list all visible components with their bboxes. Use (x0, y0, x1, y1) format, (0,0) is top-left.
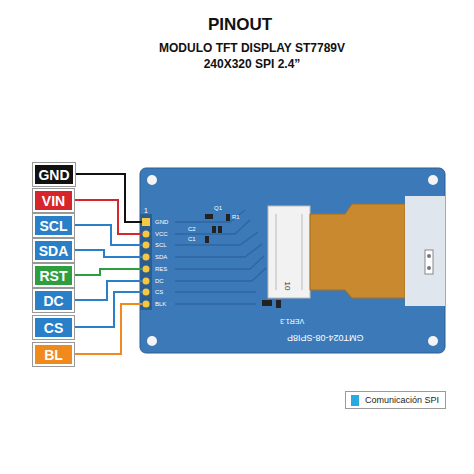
pin-label: BL (44, 348, 63, 362)
pin-wires (74, 174, 142, 354)
mounting-holes (147, 175, 438, 346)
legend-box: Comunicación SPI (345, 391, 446, 409)
pcb-board (140, 168, 445, 353)
legend-text: Comunicación SPI (365, 395, 439, 405)
component-ref: C2 (188, 226, 196, 232)
pin-label: DC (43, 294, 63, 308)
fpc-connector (268, 206, 310, 298)
pin-label-box: SCL (33, 214, 74, 237)
pin-label-box: RST (33, 264, 74, 287)
silkscreen-pin: GND (155, 219, 168, 225)
flex-ribbon (310, 204, 405, 298)
component-ref: R1 (232, 214, 240, 220)
pin-label: SDA (39, 244, 69, 258)
silkscreen-pin: RES (155, 266, 167, 272)
subtitle: MODULO TFT DISPLAY ST7789V (159, 42, 345, 54)
jumper-header (425, 250, 433, 274)
component-ref: C1 (188, 236, 196, 242)
header-pins (142, 218, 150, 308)
pin-label: SCL (40, 219, 68, 233)
pin-label: CS (44, 321, 63, 335)
pin-label: RST (40, 269, 68, 283)
pin-label-box: CS (33, 316, 74, 339)
silkscreen-pin: DC (155, 278, 164, 284)
pcb-traces (175, 210, 266, 304)
silkscreen-pin: CS (155, 289, 163, 295)
pin-label-box: SDA (33, 239, 74, 262)
silkscreen-pin: BLK (155, 301, 166, 307)
pin-header (140, 214, 152, 310)
legend-swatch (351, 395, 359, 406)
pin-label-box: GND (33, 163, 75, 186)
display-glass (405, 196, 445, 306)
connector-pin-mark: 10 (283, 282, 291, 291)
connector-slots (276, 214, 302, 290)
pin-label: VIN (42, 194, 65, 208)
silkscreen-pin: SDA (155, 254, 167, 260)
board-version: VER1.3 (280, 318, 304, 325)
pin-label: GND (38, 168, 69, 182)
pin-label-box: DC (33, 289, 74, 312)
pin-label-box: BL (33, 343, 74, 366)
component-ref: Q1 (214, 205, 222, 211)
subtitle: 240X320 SPI 2.4” (204, 58, 301, 70)
pin-one-mark: 1 (144, 207, 148, 214)
board-model: GMT024-08-SPI8P (287, 333, 364, 342)
pin-label-box: VIN (33, 189, 74, 212)
diagram-title: PINOUT (208, 16, 272, 33)
silkscreen-pin: SCL (155, 242, 167, 248)
silkscreen-pin: VCC (155, 231, 168, 237)
